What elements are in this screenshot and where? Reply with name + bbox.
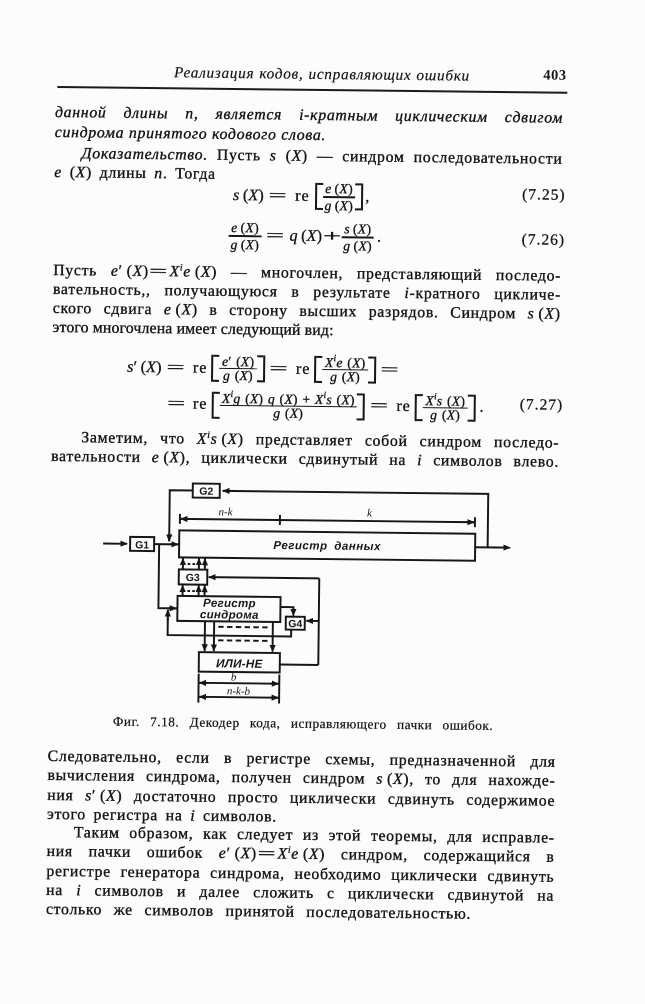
svg-text:синдрома: синдрома xyxy=(200,609,259,622)
svg-text:b: b xyxy=(231,671,237,683)
svg-text:ИЛИ-НЕ: ИЛИ-НЕ xyxy=(216,656,264,671)
svg-text:n-k: n-k xyxy=(218,506,233,518)
svg-text:G2: G2 xyxy=(199,486,213,498)
svg-text:k: k xyxy=(367,508,373,520)
svg-text:Регистр данных: Регистр данных xyxy=(273,540,381,553)
svg-text:G1: G1 xyxy=(135,539,149,551)
svg-text:G4: G4 xyxy=(288,618,302,630)
svg-text:G3: G3 xyxy=(186,572,200,584)
svg-text:n-k-b: n-k-b xyxy=(227,685,251,697)
